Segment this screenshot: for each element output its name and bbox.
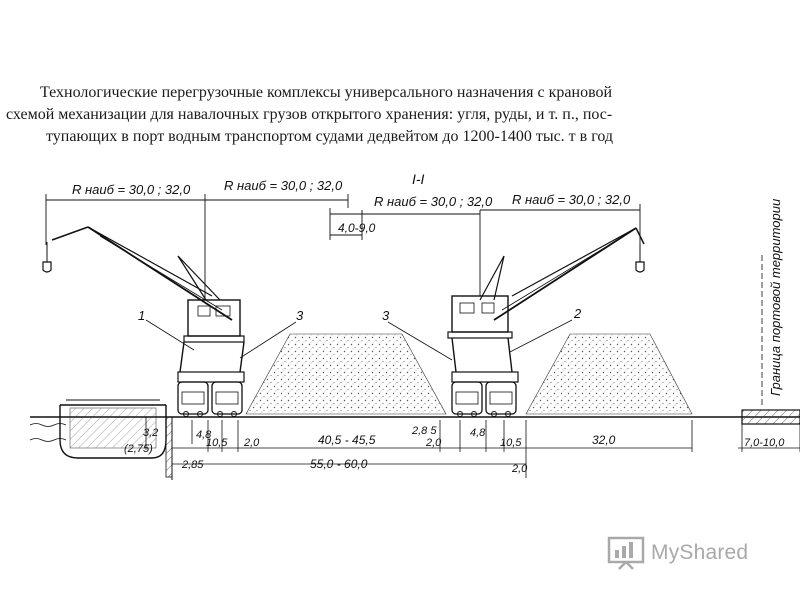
myshared-logo: MyShared — [607, 535, 748, 571]
presentation-board-icon — [607, 536, 645, 570]
dim-pile-left: 40,5 - 45,5 — [318, 433, 376, 447]
dim-2-0-bottom: 2,0 — [511, 463, 528, 475]
right-portal-crane — [447, 227, 645, 417]
boundary-label: Граница портовой территории — [768, 199, 783, 396]
dim-depth-2: (2,75) — [124, 443, 153, 455]
reach-label-right-2: R наиб = 30,0 ; 32,0 — [512, 192, 631, 207]
dim-gauge-right: 4,8 — [470, 427, 486, 439]
left-portal-crane — [42, 226, 245, 417]
dim-offset: 2,85 — [181, 459, 204, 471]
stockpile-left — [245, 333, 447, 415]
dim-depth-1: 3,2 — [143, 427, 158, 439]
dim-road: 7,0-10,0 — [744, 437, 785, 449]
ground-dimension-lines — [145, 417, 693, 478]
stockpile-right — [525, 333, 693, 415]
callout-leaders — [145, 319, 573, 361]
title-line-2: схемой механизации для навалочных грузов… — [6, 106, 613, 123]
dim-10-5-right: 10,5 — [500, 437, 522, 449]
section-label: I-I — [412, 171, 425, 187]
reach-label-right-1: R наиб = 30,0 ; 32,0 — [374, 194, 493, 209]
dim-total: 55,0 - 60,0 — [310, 457, 368, 471]
reach-label-left-1: R наиб = 30,0 ; 32,0 — [72, 182, 191, 197]
range-label: 4,0-9,0 — [338, 221, 376, 235]
dim-10-5-left: 10,5 — [206, 437, 228, 449]
callout-1: 1 — [138, 308, 145, 323]
dim-2-0-left: 2,0 — [243, 437, 260, 449]
logo-text: MyShared — [651, 541, 749, 564]
dim-pile-right: 32,0 — [592, 433, 616, 447]
dim-2-0-mid: 2,0 — [425, 437, 442, 449]
callout-3-left: 3 — [296, 308, 304, 323]
road-section — [738, 255, 800, 452]
title-line-3: тупающих в порт водным транспортом судам… — [46, 128, 614, 145]
vessel-hull — [59, 399, 167, 459]
reach-label-left-2: R наиб = 30,0 ; 32,0 — [224, 178, 343, 193]
dim-gauge-left: 4,8 — [196, 429, 212, 441]
title-line-1: Технологические перегрузочные комплексы … — [40, 84, 613, 101]
callout-2: 2 — [573, 306, 582, 321]
reach-dimension-lines — [45, 194, 641, 300]
callout-3-right: 3 — [382, 308, 390, 323]
dim-2-8-5: 2,8 5 — [411, 425, 437, 437]
